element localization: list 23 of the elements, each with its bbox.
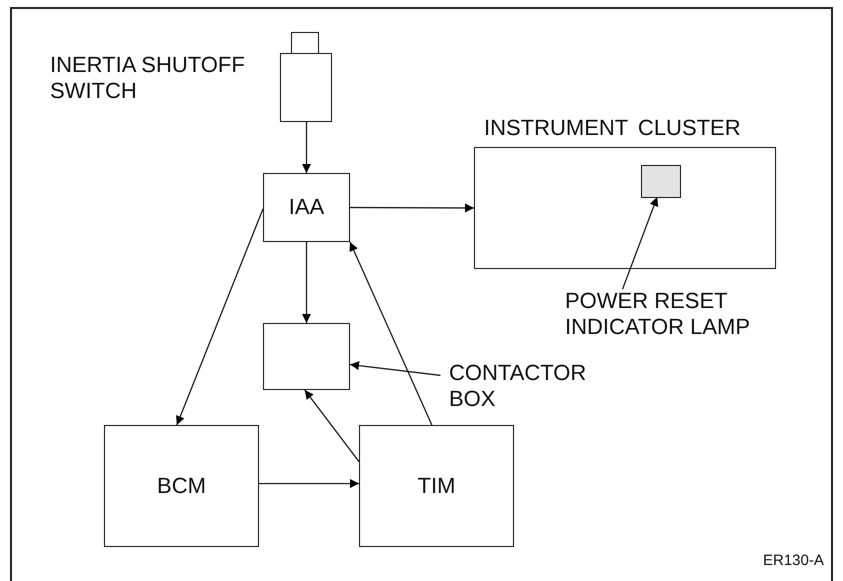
module-box <box>359 425 514 547</box>
contactor-box <box>263 323 350 390</box>
arrow <box>302 122 311 173</box>
module-box <box>104 425 259 547</box>
module-box <box>263 173 350 242</box>
leader-line <box>622 196 658 290</box>
leader-line <box>350 361 441 376</box>
box-label: BCM <box>157 472 206 500</box>
figure-code: ER130-A <box>763 552 824 570</box>
arrow <box>350 203 474 212</box>
box-label: IAA <box>288 194 324 221</box>
indicator-lamp <box>641 165 681 198</box>
part-label: INERTIA SHUTOFF SWITCH <box>50 52 246 105</box>
arrow <box>304 390 360 462</box>
panel-heading: INSTRUMENT CLUSTER <box>484 115 741 141</box>
callout-text: POWER RESET INDICATOR LAMP <box>565 288 795 341</box>
arrow <box>259 479 359 488</box>
arrow <box>302 242 311 323</box>
box-label: TIM <box>418 472 456 500</box>
arrow <box>349 242 432 426</box>
callout-text: CONTACTOR BOX <box>449 360 619 413</box>
switch-drawing <box>280 32 333 122</box>
arrow <box>176 208 264 426</box>
